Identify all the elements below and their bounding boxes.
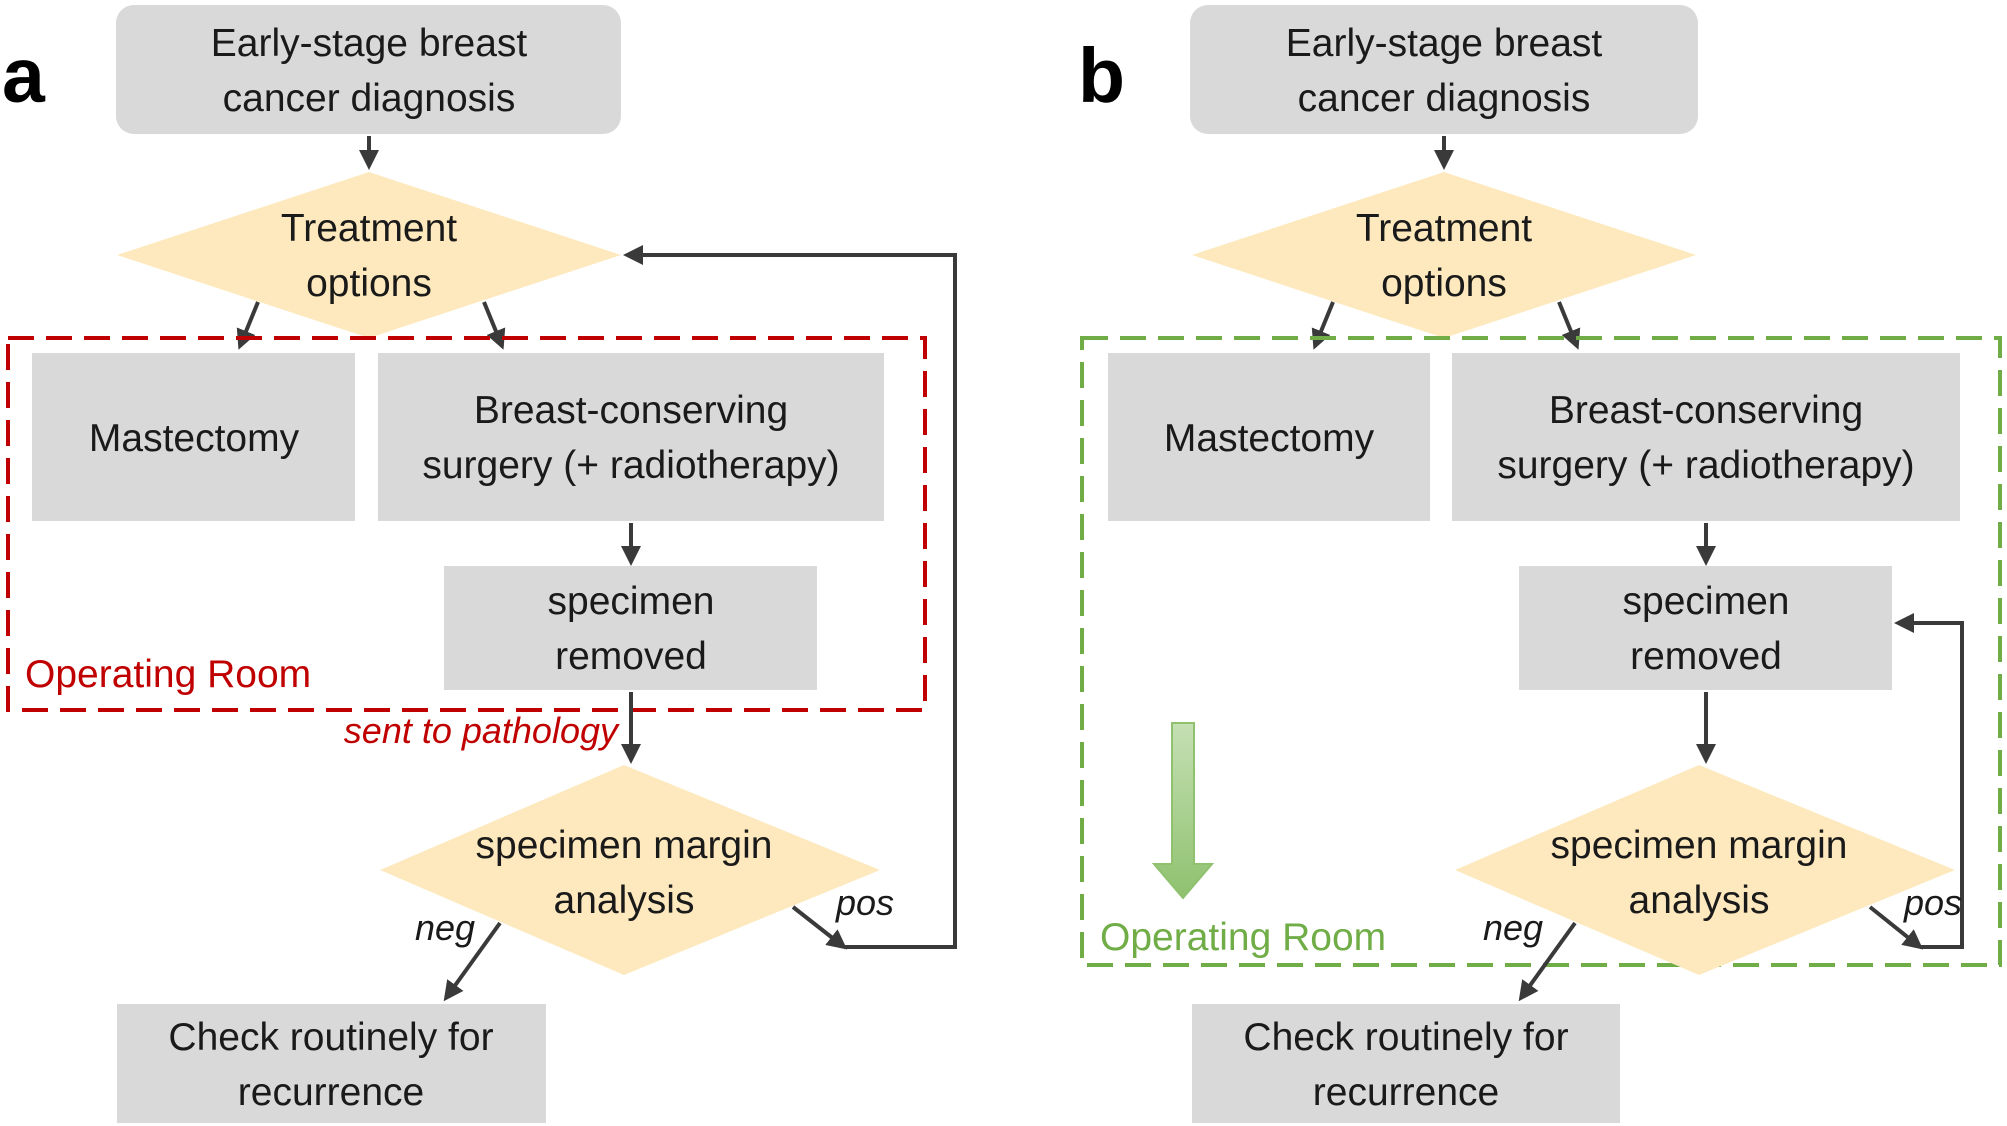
treatment-options-diamond-b: Treatment options xyxy=(1192,172,1696,338)
bcs-line-1: Breast-conserving xyxy=(474,389,788,432)
specimen-removed-box: specimen removed xyxy=(444,566,817,690)
neg-label: neg xyxy=(415,907,475,948)
check-recurrence-box-b: Check routinely for recurrence xyxy=(1192,1004,1620,1123)
margin-analysis-diamond: specimen margin analysis xyxy=(380,765,880,975)
sent-to-pathology-label: sent to pathology xyxy=(344,710,620,751)
arrow-to-bcs-b xyxy=(1557,301,1581,350)
check-recurrence-box: Check routinely for recurrence xyxy=(117,1004,546,1123)
check-b-line-2: recurrence xyxy=(1313,1071,1499,1114)
pos-label: pos xyxy=(835,882,894,923)
mastectomy-box: Mastectomy xyxy=(32,353,355,521)
bcs-box: Breast-conserving surgery (+ radiotherap… xyxy=(378,353,884,521)
margin-line-2: analysis xyxy=(554,879,695,922)
margin-b-line-1: specimen margin xyxy=(1551,824,1848,867)
specimen-line-2: removed xyxy=(555,635,707,678)
mastectomy-label: Mastectomy xyxy=(89,417,300,460)
bcs-box-b: Breast-conserving surgery (+ radiotherap… xyxy=(1452,353,1960,521)
pos-loop-to-specimen-b xyxy=(1894,613,1964,949)
diagnosis-b-line-1: Early-stage breast xyxy=(1286,22,1603,65)
bcs-b-line-1: Breast-conserving xyxy=(1549,389,1863,432)
operating-room-boundary xyxy=(6,336,927,712)
specimen-line-1: specimen xyxy=(548,580,715,623)
diagnosis-box: Early-stage breast cancer diagnosis xyxy=(116,5,621,134)
check-b-line-1: Check routinely for xyxy=(1243,1016,1568,1059)
check-line-1: Check routinely for xyxy=(168,1016,493,1059)
operating-room-label: Operating Room xyxy=(25,653,311,696)
specimen-removed-box-b: specimen removed xyxy=(1519,566,1892,690)
diagnosis-line-2: cancer diagnosis xyxy=(223,77,516,120)
margin-line-1: specimen margin xyxy=(476,824,773,867)
mastectomy-box-b: Mastectomy xyxy=(1108,353,1430,521)
bcs-b-line-2: surgery (+ radiotherapy) xyxy=(1497,444,1914,487)
panel-b-label: b xyxy=(1078,33,1125,119)
treatment-line-1: Treatment xyxy=(281,207,457,250)
pos-loop-to-treatment xyxy=(623,245,957,949)
mastectomy-b-label: Mastectomy xyxy=(1164,417,1375,460)
arrow-to-bcs xyxy=(482,301,506,350)
arrow-neg-to-check xyxy=(443,921,502,1002)
margin-analysis-diamond-b: specimen margin analysis xyxy=(1455,765,1955,975)
check-line-2: recurrence xyxy=(238,1071,424,1114)
bcs-line-2: surgery (+ radiotherapy) xyxy=(422,444,839,487)
panel-a-label: a xyxy=(2,33,46,119)
operating-room-label-b: Operating Room xyxy=(1100,916,1386,959)
treatment-options-diamond: Treatment options xyxy=(117,172,621,338)
arrow-neg-to-check-b xyxy=(1518,921,1577,1002)
pos-label-b: pos xyxy=(1903,882,1962,923)
green-down-arrow-icon xyxy=(1151,722,1215,900)
diagnosis-line-1: Early-stage breast xyxy=(211,22,528,65)
panel-a: a Early-stage breast cancer diagnosis Tr… xyxy=(2,5,957,1123)
specimen-b-line-2: removed xyxy=(1630,635,1782,678)
margin-b-line-2: analysis xyxy=(1629,879,1770,922)
neg-label-b: neg xyxy=(1483,907,1543,948)
arrow-pos xyxy=(791,905,848,950)
operating-room-boundary-b xyxy=(1080,336,2002,967)
treatment-b-line-1: Treatment xyxy=(1356,207,1532,250)
diagnosis-b-line-2: cancer diagnosis xyxy=(1298,77,1591,120)
diagnosis-box-b: Early-stage breast cancer diagnosis xyxy=(1190,5,1698,134)
specimen-b-line-1: specimen xyxy=(1623,580,1790,623)
panel-b: b Early-stage breast cancer diagnosis Tr… xyxy=(1078,5,2002,1123)
treatment-b-line-2: options xyxy=(1381,262,1507,305)
arrow-pos-b xyxy=(1868,905,1924,950)
treatment-line-2: options xyxy=(306,262,432,305)
